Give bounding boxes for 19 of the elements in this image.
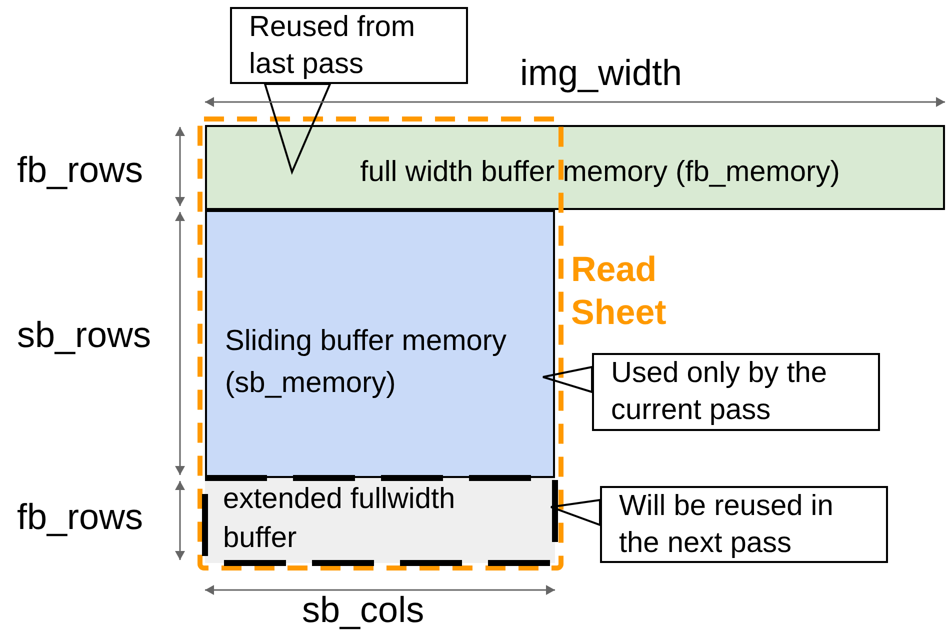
dimension-label: sb_cols xyxy=(302,592,424,628)
dimension-label: fb_rows xyxy=(17,152,144,188)
memory-buffer-box xyxy=(205,478,555,563)
callout-text: Reused from last pass xyxy=(249,10,416,82)
callout-text: Will be reused in the next pass xyxy=(619,489,834,561)
dimension-label: fb_rows xyxy=(17,499,144,535)
leader-line xyxy=(264,83,332,175)
callout-text: Used only by the current pass xyxy=(611,356,828,428)
dimension-label: sb_rows xyxy=(17,317,152,353)
callout-box xyxy=(230,7,468,84)
buffer-label: Sliding buffer memory (sb_memory) xyxy=(225,324,508,401)
memory-buffer-box xyxy=(205,125,945,210)
dimension-label: img_width xyxy=(520,55,682,91)
region-label: Read Sheet xyxy=(571,249,668,334)
buffer-label: full width buffer memory (fb_memory) xyxy=(359,155,841,190)
memory-buffer-box xyxy=(205,210,555,478)
buffer-label: extended fullwidth buffer xyxy=(223,482,456,556)
callout-box xyxy=(600,486,888,563)
callout-box xyxy=(592,353,880,431)
